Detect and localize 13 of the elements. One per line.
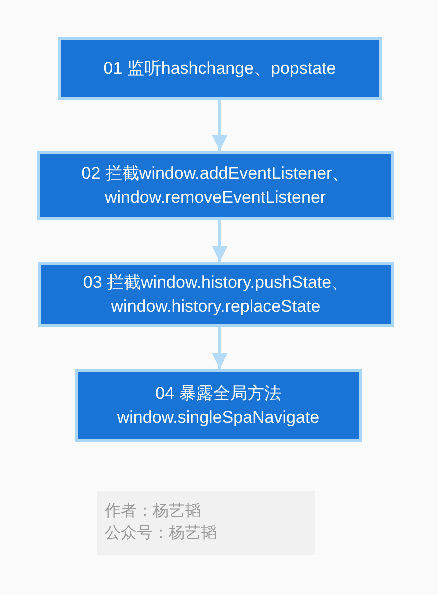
process-box <box>37 151 394 220</box>
arrow <box>212 327 228 369</box>
process-box <box>75 369 362 442</box>
author-note-text: 作者：杨艺韬 <box>105 502 201 522</box>
arrow <box>212 100 228 151</box>
arrow <box>212 220 228 262</box>
step-text: 03 拦截window.history.pushState、window.history.replaceState <box>82 272 350 318</box>
step-text: 01 监听hashchange、popstate <box>104 58 336 80</box>
step-text: 02 拦截window.addEventListener、window.removeEventListener <box>80 162 350 208</box>
process-box <box>58 37 382 100</box>
author-note-text: 公众号：杨艺韬 <box>105 524 217 544</box>
process-box <box>38 262 394 327</box>
step-text: 04 暴露全局方法 window.singleSpaNavigate <box>116 382 321 428</box>
